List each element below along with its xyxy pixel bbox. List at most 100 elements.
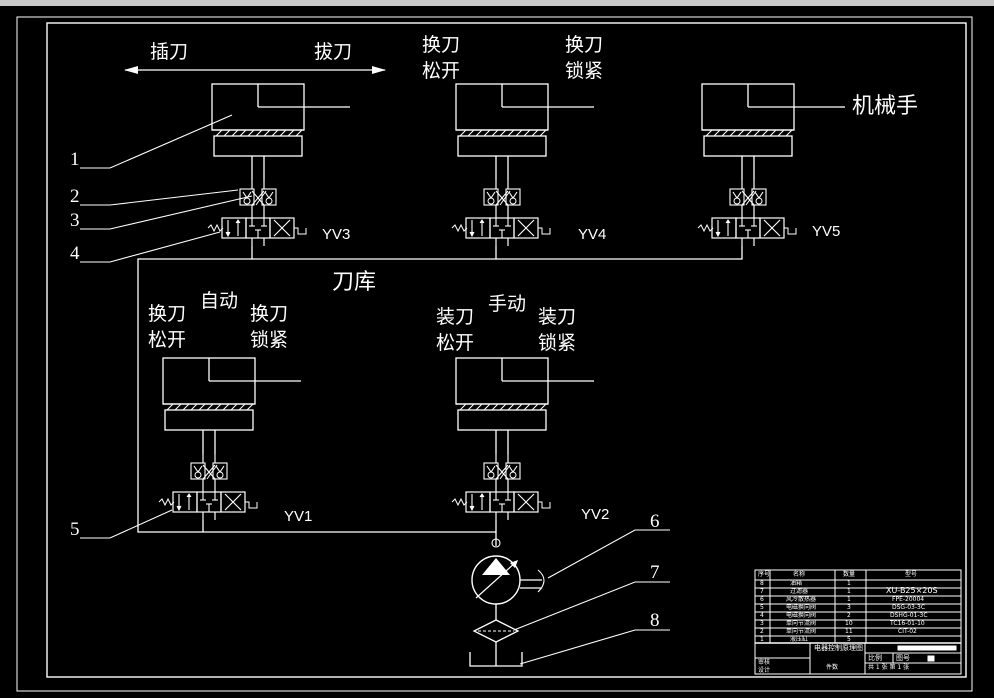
- tb-sheet-label: 图号: [896, 654, 910, 662]
- tb-row-2-name: 过滤器: [790, 588, 809, 595]
- tb-row-6-no: 3: [760, 620, 764, 627]
- tb-header-name: 名称: [793, 571, 806, 578]
- tb-row-3-name: 风冷散热器: [786, 596, 817, 603]
- callout-3: 3: [70, 210, 80, 231]
- tb-row-4-model: DSG-03-3C: [892, 604, 926, 611]
- tb-row-6-model: TC16-01-10: [890, 620, 925, 627]
- arrow-right-head: [372, 66, 386, 74]
- callout-8: 8: [650, 610, 660, 631]
- label-change-release-top-2: 松开: [422, 60, 461, 82]
- tank-symbol: [469, 652, 523, 667]
- label-manipulator: 机械手: [852, 94, 919, 119]
- tb-design-label: 设计: [758, 667, 771, 674]
- tb-row-7-name: 单向节流阀: [786, 628, 817, 635]
- tb-row-4-name: 电磁换向阀: [786, 604, 817, 611]
- tb-row-8-qty: 5: [847, 636, 851, 643]
- tb-row-6-qty: 10: [845, 620, 853, 627]
- tb-row-8-name: 液压缸: [790, 636, 809, 643]
- label-load-release-1: 装刀: [436, 306, 475, 328]
- tb-row-3-qty: 1: [847, 596, 851, 603]
- directional-valve-yv5: [697, 217, 797, 247]
- leader-4: [80, 231, 221, 263]
- tb-row-5-qty: 2: [847, 612, 851, 619]
- tb-row-1-no: 8: [760, 580, 764, 587]
- label-load-lock-1: 装刀: [538, 306, 577, 328]
- tb-header-qty: 数量: [843, 571, 856, 578]
- tb-row-6-name: 单向节流阀: [786, 620, 817, 627]
- tb-row-1-qty: 1: [847, 580, 851, 587]
- motor-rotation-arc: [537, 569, 545, 593]
- label-change-release-left-2: 松开: [148, 329, 187, 351]
- label-auto: 自动: [200, 290, 239, 312]
- callout-6: 6: [650, 511, 660, 532]
- supply-line-main: [137, 246, 497, 546]
- tb-row-8-no: 1: [760, 636, 764, 643]
- motor-shaft: [520, 579, 542, 589]
- leader-5: [80, 509, 173, 539]
- leader-3: [80, 195, 253, 230]
- tb-row-7-qty: 11: [845, 628, 853, 635]
- label-change-release-top-1: 换刀: [422, 34, 461, 56]
- label-change-lock-left-2: 锁紧: [250, 329, 289, 351]
- leader-2: [80, 189, 239, 206]
- tb-row-2-model: XU-B25×20S: [886, 586, 938, 595]
- cylinder-5: [455, 357, 595, 455]
- tb-check-label: 审核: [758, 659, 771, 666]
- tb-row-7-no: 2: [760, 628, 764, 635]
- label-insert-tool: 插刀: [150, 41, 189, 63]
- valve-label-yv3: YV3: [322, 226, 351, 243]
- tb-row-4-qty: 3: [847, 604, 851, 611]
- label-load-release-2: 松开: [436, 332, 475, 354]
- callout-7: 7: [650, 562, 660, 583]
- tb-header-no: 序号: [758, 571, 771, 578]
- tb-header-model: 型号: [905, 571, 918, 578]
- label-change-release-left-1: 换刀: [148, 303, 187, 325]
- callout-1: 1: [70, 149, 80, 170]
- arrow-left-head: [124, 66, 138, 74]
- check-valve-pair-2: [483, 179, 521, 219]
- leader-1: [80, 114, 233, 169]
- tb-row-7-model: CIT-02: [898, 628, 917, 635]
- valve-label-yv2: YV2: [581, 506, 610, 523]
- window-toolbar-strip: [0, 0, 994, 6]
- tb-row-5-name: 电磁换向阀: [786, 612, 817, 619]
- tb-row-2-qty: 1: [847, 588, 851, 595]
- label-manual: 手动: [488, 293, 527, 315]
- label-change-lock-top-2: 锁紧: [565, 60, 604, 82]
- check-valve-pair-1: [239, 179, 277, 219]
- leader-7: [513, 581, 670, 631]
- inner-frame: [46, 22, 967, 678]
- valve-label-yv1: YV1: [284, 508, 313, 525]
- pressure-check-symbol: [491, 538, 501, 548]
- cylinder-1: [211, 83, 351, 181]
- valve-label-yv5: YV5: [812, 223, 841, 240]
- label-tool-magazine: 刀库: [332, 270, 377, 295]
- callout-4: 4: [70, 243, 80, 264]
- leader-6: [547, 529, 670, 579]
- tb-scale-label: 比例: [868, 654, 882, 662]
- cylinder-4: [162, 357, 302, 455]
- tb-row-4-no: 5: [760, 604, 764, 611]
- directional-valve-yv1: [158, 491, 258, 521]
- title-block: [754, 569, 962, 675]
- check-valve-pair-3: [729, 179, 767, 219]
- tb-count-label: 件数: [826, 664, 839, 671]
- valve-label-yv4: YV4: [578, 226, 607, 243]
- tb-drawing-title: 电器控制原理图: [814, 644, 863, 652]
- tb-row-3-no: 6: [760, 596, 764, 603]
- label-pull-tool: 拔刀: [314, 41, 353, 63]
- callout-2: 2: [70, 186, 80, 207]
- tb-row-5-no: 4: [760, 612, 764, 619]
- tb-row-5-model: DSHG-01-3C: [890, 612, 928, 619]
- tb-row-2-no: 7: [760, 588, 764, 595]
- label-change-lock-left-1: 换刀: [250, 303, 289, 325]
- tb-sheets-text: 共 1 张 第 1 张: [868, 664, 910, 671]
- leader-8: [519, 629, 670, 665]
- tb-row-3-model: FPE-20004: [892, 596, 925, 603]
- pump-triangle: [482, 558, 510, 575]
- cylinder-2: [455, 83, 595, 181]
- check-valve-pair-5: [483, 453, 521, 493]
- tb-row-1-name: 油箱: [790, 580, 803, 587]
- directional-valve-yv2: [451, 491, 551, 521]
